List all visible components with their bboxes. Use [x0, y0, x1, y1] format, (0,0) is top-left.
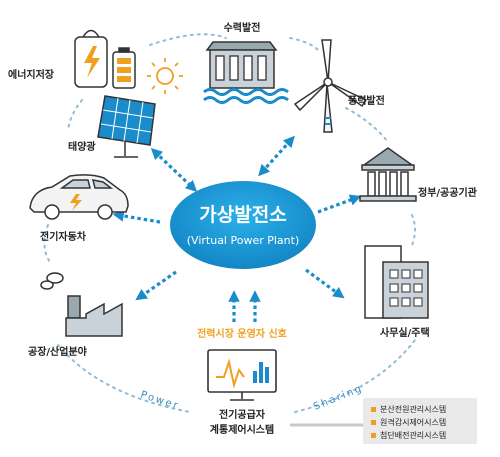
legend-item-3: 첨단배전관리시스템	[371, 430, 446, 441]
curve-word-sharing: Sharing	[312, 383, 365, 413]
arrow-hydro	[258, 135, 295, 177]
factory-label: 공장/산업분야	[28, 345, 88, 358]
systems-legend: 분산전원관리시스템 원격감시제어시스템 첨단배전관리시스템	[363, 398, 477, 444]
office-label: 사무실/주택	[380, 326, 430, 339]
legend-item-2: 원격감시제어시스템	[371, 417, 446, 428]
control-label-line2: 계통제어시스템	[210, 423, 274, 436]
signal-label: 전력시장 운영자 신호	[197, 327, 287, 340]
solar-label: 태양광	[68, 140, 96, 153]
office-building-icon	[364, 245, 429, 319]
arrow-ev	[112, 210, 161, 224]
wind-label: 풍력발전	[348, 94, 385, 107]
arrow-solar	[150, 148, 198, 192]
connection-arrows	[112, 135, 362, 322]
hub-subtitle: (Virtual Power Plant)	[187, 234, 300, 247]
vpp-hub: 가상발전소 (Virtual Power Plant)	[170, 181, 316, 269]
arrow-office	[305, 268, 345, 299]
arrow-factory	[135, 270, 177, 301]
electric-car-icon	[29, 174, 129, 220]
hydro-label: 수력발전	[224, 21, 261, 34]
hydro-icon	[203, 41, 289, 104]
government-building-icon	[359, 147, 417, 202]
storage-battery-icon	[74, 29, 136, 89]
hub-title: 가상발전소	[199, 204, 286, 226]
factory-icon	[40, 272, 123, 337]
ev-label: 전기자동차	[40, 230, 87, 243]
arrow-government	[317, 194, 362, 214]
sun-icon	[147, 58, 183, 94]
curve-word-power: Power	[139, 389, 181, 412]
government-label: 정부/공공기관	[418, 186, 478, 199]
solar-panel-icon	[97, 95, 156, 158]
storage-label: 에너지저장	[8, 68, 55, 81]
legend-item-1: 분산전원관리시스템	[371, 404, 446, 415]
wind-turbine-icon	[293, 39, 368, 133]
outer-dotted-ring	[43, 33, 416, 413]
control-label-line1: 전기공급자	[219, 408, 266, 421]
monitor-icon	[207, 349, 277, 401]
